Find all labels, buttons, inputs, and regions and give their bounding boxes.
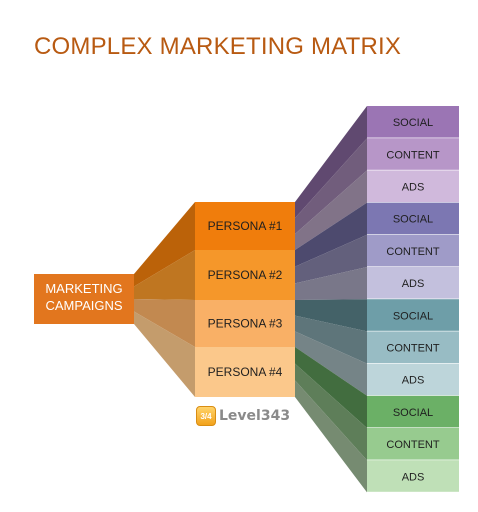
connector-persona-channel bbox=[295, 170, 367, 250]
connector-persona-channel bbox=[295, 347, 367, 428]
channel-box bbox=[367, 202, 459, 235]
channel-label: CONTENT bbox=[386, 149, 439, 161]
channel-label: CONTENT bbox=[386, 246, 439, 258]
logo-text: Level343 bbox=[219, 408, 291, 424]
channel-box bbox=[367, 138, 459, 170]
connector-root-persona bbox=[134, 299, 195, 347]
channel-box bbox=[367, 267, 459, 299]
channel-box bbox=[367, 234, 459, 267]
channel-box bbox=[367, 331, 459, 363]
connector-persona-channel bbox=[295, 267, 367, 300]
persona-label: PERSONA #3 bbox=[208, 317, 283, 331]
persona-box bbox=[195, 300, 295, 347]
root-label: CAMPAIGNS bbox=[45, 298, 122, 313]
connector-persona-channel bbox=[295, 234, 367, 284]
channel-label: CONTENT bbox=[386, 439, 439, 451]
level343-logo: 3/4 Level343 bbox=[196, 405, 290, 427]
connector-root-persona bbox=[134, 250, 195, 300]
persona-label: PERSONA #2 bbox=[208, 268, 283, 282]
channel-box bbox=[367, 299, 459, 331]
connector-root-persona bbox=[134, 311, 195, 397]
logo-badge-icon: 3/4 bbox=[196, 406, 216, 426]
channel-box bbox=[367, 106, 459, 138]
root-box bbox=[34, 274, 134, 324]
persona-box bbox=[195, 250, 295, 300]
channel-label: ADS bbox=[402, 278, 425, 290]
channel-label: SOCIAL bbox=[393, 214, 433, 226]
connector-persona-channel bbox=[295, 380, 367, 493]
connector-root-persona bbox=[134, 202, 195, 287]
persona-label: PERSONA #4 bbox=[208, 365, 283, 379]
channel-label: ADS bbox=[402, 471, 425, 483]
channel-box bbox=[367, 460, 459, 492]
channel-label: SOCIAL bbox=[393, 117, 433, 129]
channel-box bbox=[367, 363, 459, 396]
connector-persona-channel bbox=[295, 315, 367, 364]
page-title: COMPLEX MARKETING MATRIX bbox=[34, 33, 402, 60]
channel-label: ADS bbox=[402, 375, 425, 387]
persona-box bbox=[195, 347, 295, 397]
connector-persona-channel bbox=[295, 331, 367, 396]
channel-box bbox=[367, 428, 459, 460]
connector-persona-channel bbox=[295, 138, 367, 234]
channel-box bbox=[367, 170, 459, 202]
persona-box bbox=[195, 202, 295, 250]
diagram-boxes: MARKETING CAMPAIGNS PERSONA #1 PERSONA #2 PE… bbox=[34, 106, 459, 492]
channel-label: ADS bbox=[402, 182, 425, 194]
connector-persona-channel bbox=[295, 202, 367, 267]
connector-persona-channel bbox=[295, 363, 367, 461]
persona-label: PERSONA #1 bbox=[208, 219, 283, 233]
connector-persona-channel bbox=[295, 106, 367, 218]
channel-label: SOCIAL bbox=[393, 310, 433, 322]
channel-label: SOCIAL bbox=[393, 407, 433, 419]
channel-label: CONTENT bbox=[386, 343, 439, 355]
connector-persona-channel bbox=[295, 299, 367, 332]
connector-fans bbox=[134, 106, 367, 493]
root-label: MARKETING bbox=[45, 281, 122, 296]
channel-box bbox=[367, 395, 459, 428]
